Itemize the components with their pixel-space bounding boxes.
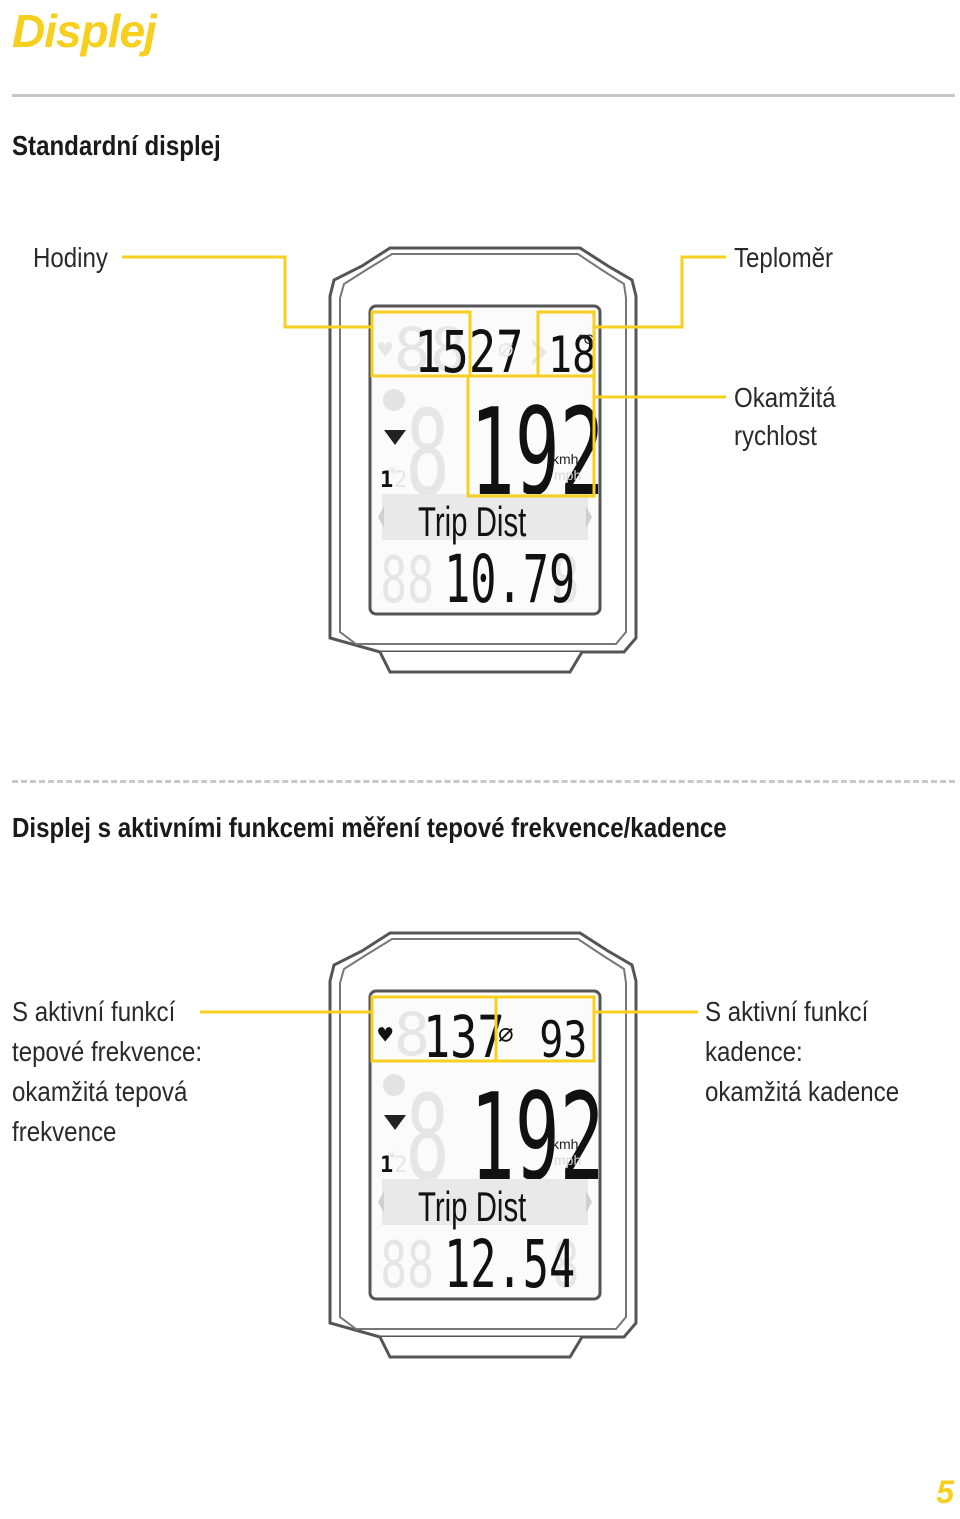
trip-value: 10.79 [444, 542, 575, 619]
arrow-right-icon [586, 1191, 592, 1213]
bike-computer-standard: 88 › ♥ 1527 ⌀ 18 °C ☀ 1 2 8 192 kmh mph … [320, 240, 650, 680]
arrow-left-icon [378, 1191, 384, 1213]
bulb-icon-ghost: ☀ [386, 459, 398, 483]
label-hr-line4: frekvence [12, 1116, 117, 1147]
label-clock: Hodiny [33, 242, 108, 273]
arrow-down-icon [384, 430, 406, 445]
temperature-unit: °C [578, 331, 594, 347]
bottom-ghost-digits: 88 [380, 544, 434, 618]
label-cad-line3: okamžitá kadence [705, 1076, 900, 1107]
device-illustration-standard: 88 › ♥ 1527 ⌀ 18 °C ☀ 1 2 8 192 kmh mph … [328, 246, 638, 674]
label-thermometer: Teploměr [734, 242, 834, 273]
label-hr-line2: tepové frekvence: [12, 1036, 203, 1067]
bottom-ghost-digit-right: 8 [552, 1229, 579, 1303]
arrow-down-icon [384, 1115, 406, 1130]
section-divider [12, 780, 955, 783]
highlight-cadence [494, 995, 596, 1063]
highlight-clock [370, 310, 472, 378]
indicator-number-ghost: 2 [394, 468, 407, 493]
bottom-ghost-digits: 88 [380, 1229, 434, 1303]
unit-kmh: kmh [552, 1136, 578, 1152]
highlight-speed [466, 374, 596, 498]
bottom-ghost-digit-right: 8 [552, 544, 579, 618]
page-number: 5 [936, 1474, 954, 1510]
indicator-number: 1 [380, 1153, 393, 1178]
indicator-number-ghost: 2 [394, 1153, 407, 1178]
ghost-digits-left: 8 [394, 1000, 430, 1070]
header-rule [12, 94, 955, 97]
section-title-active: Displej s aktivními funkcemi měření tepo… [12, 812, 727, 843]
stopwatch-icon [383, 1074, 405, 1096]
indicator-number: 1 [380, 468, 393, 493]
label-hr-line1: S aktivní funkcí [12, 996, 176, 1027]
bike-computer-active: 8 ♥ 137 ⌀ 93 ☀ 1 2 8 192 kmh mph Trip Di… [320, 925, 650, 1365]
label-hr-line3: okamžitá tepová [12, 1076, 188, 1107]
temperature-value: 18 [548, 326, 596, 385]
device-illustration-active: 8 ♥ 137 ⌀ 93 ☀ 1 2 8 192 kmh mph Trip Di… [328, 931, 638, 1359]
heart-icon: ♥ [378, 1021, 393, 1049]
trip-label: Trip Dist [418, 1183, 526, 1231]
unit-kmh: kmh [552, 451, 578, 467]
arrow-left-icon [378, 506, 384, 528]
cadence-icon-ghost: ⌀ [498, 335, 514, 365]
trip-label-bar [382, 1179, 588, 1225]
label-cad-line2: kadence: [705, 1036, 803, 1067]
cadence-icon: ⌀ [498, 1020, 514, 1050]
cadence-value: 93 [539, 1011, 587, 1070]
stopwatch-icon [383, 389, 405, 411]
label-speed-line1: Okamžitá [734, 382, 836, 413]
heart-icon-ghost: ♥ [378, 336, 393, 364]
bulb-icon-ghost: ☀ [386, 1144, 398, 1168]
label-cad-line1: S aktivní funkcí [705, 996, 869, 1027]
ghost-digits-left: 88 [394, 315, 466, 385]
unit-mph: mph [554, 467, 581, 483]
unit-mph: mph [554, 1152, 581, 1168]
trip-value: 12.54 [444, 1227, 575, 1304]
section-title-standard: Standardní displej [12, 130, 221, 161]
trip-label-bar [382, 494, 588, 540]
label-speed-line2: rychlost [734, 420, 817, 451]
arrow-right-icon [586, 506, 592, 528]
page-title: Displej [12, 5, 157, 57]
trip-label: Trip Dist [418, 498, 526, 546]
